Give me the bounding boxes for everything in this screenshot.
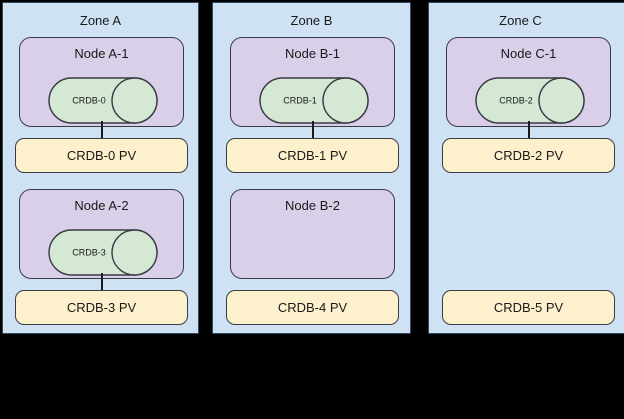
pv-label-crdb-5: CRDB-5 PV — [493, 299, 564, 315]
pod-cylinder-crdb-2: CRDB-2 — [475, 77, 585, 124]
node-box-c-1: Node C-1 CRDB-2 — [446, 37, 611, 127]
node-label-a-2: Node A-2 — [74, 198, 129, 213]
node-label-c-1: Node C-1 — [500, 46, 557, 61]
node-box-b-2: Node B-2 — [230, 189, 395, 279]
pv-box-crdb-4: CRDB-4 PV — [226, 290, 399, 325]
connector-crdb-0 — [101, 121, 103, 140]
pv-label-crdb-2: CRDB-2 PV — [493, 147, 564, 163]
node-label-b-2: Node B-2 — [285, 198, 340, 213]
pv-box-crdb-0: CRDB-0 PV — [15, 138, 188, 173]
pv-box-crdb-2: CRDB-2 PV — [442, 138, 615, 173]
pod-cylinder-crdb-1: CRDB-1 — [259, 77, 369, 124]
node-label-b-1: Node B-1 — [285, 46, 340, 61]
node-box-a-1: Node A-1 CRDB-0 — [19, 37, 184, 127]
pv-label-crdb-0: CRDB-0 PV — [66, 147, 137, 163]
pv-box-crdb-5: CRDB-5 PV — [442, 290, 615, 325]
connector-crdb-3 — [101, 273, 103, 292]
pod-cylinder-crdb-3: CRDB-3 — [48, 229, 158, 276]
pv-label-crdb-4: CRDB-4 PV — [277, 299, 348, 315]
connector-crdb-1 — [312, 121, 314, 140]
connector-crdb-2 — [528, 121, 530, 140]
pv-label-crdb-3: CRDB-3 PV — [66, 299, 137, 315]
zone-title-c: Zone C — [499, 13, 542, 28]
zone-panel-c: Zone C Node C-1 CRDB-2 CRDB-2 PV CRDB-5 … — [428, 2, 624, 334]
zone-panel-a: Zone A Node A-1 CRDB-0 CRDB-0 PV Node A-… — [2, 2, 199, 334]
pv-box-crdb-1: CRDB-1 PV — [226, 138, 399, 173]
pod-cylinder-crdb-0: CRDB-0 — [48, 77, 158, 124]
zone-title-b: Zone B — [290, 13, 333, 28]
node-box-b-1: Node B-1 CRDB-1 — [230, 37, 395, 127]
pv-label-crdb-1: CRDB-1 PV — [277, 147, 348, 163]
pv-box-crdb-3: CRDB-3 PV — [15, 290, 188, 325]
node-box-a-2: Node A-2 CRDB-3 — [19, 189, 184, 279]
zone-title-a: Zone A — [79, 13, 122, 28]
node-label-a-1: Node A-1 — [74, 46, 129, 61]
zone-panel-b: Zone B Node B-1 CRDB-1 CRDB-1 PV Node B-… — [212, 2, 411, 334]
